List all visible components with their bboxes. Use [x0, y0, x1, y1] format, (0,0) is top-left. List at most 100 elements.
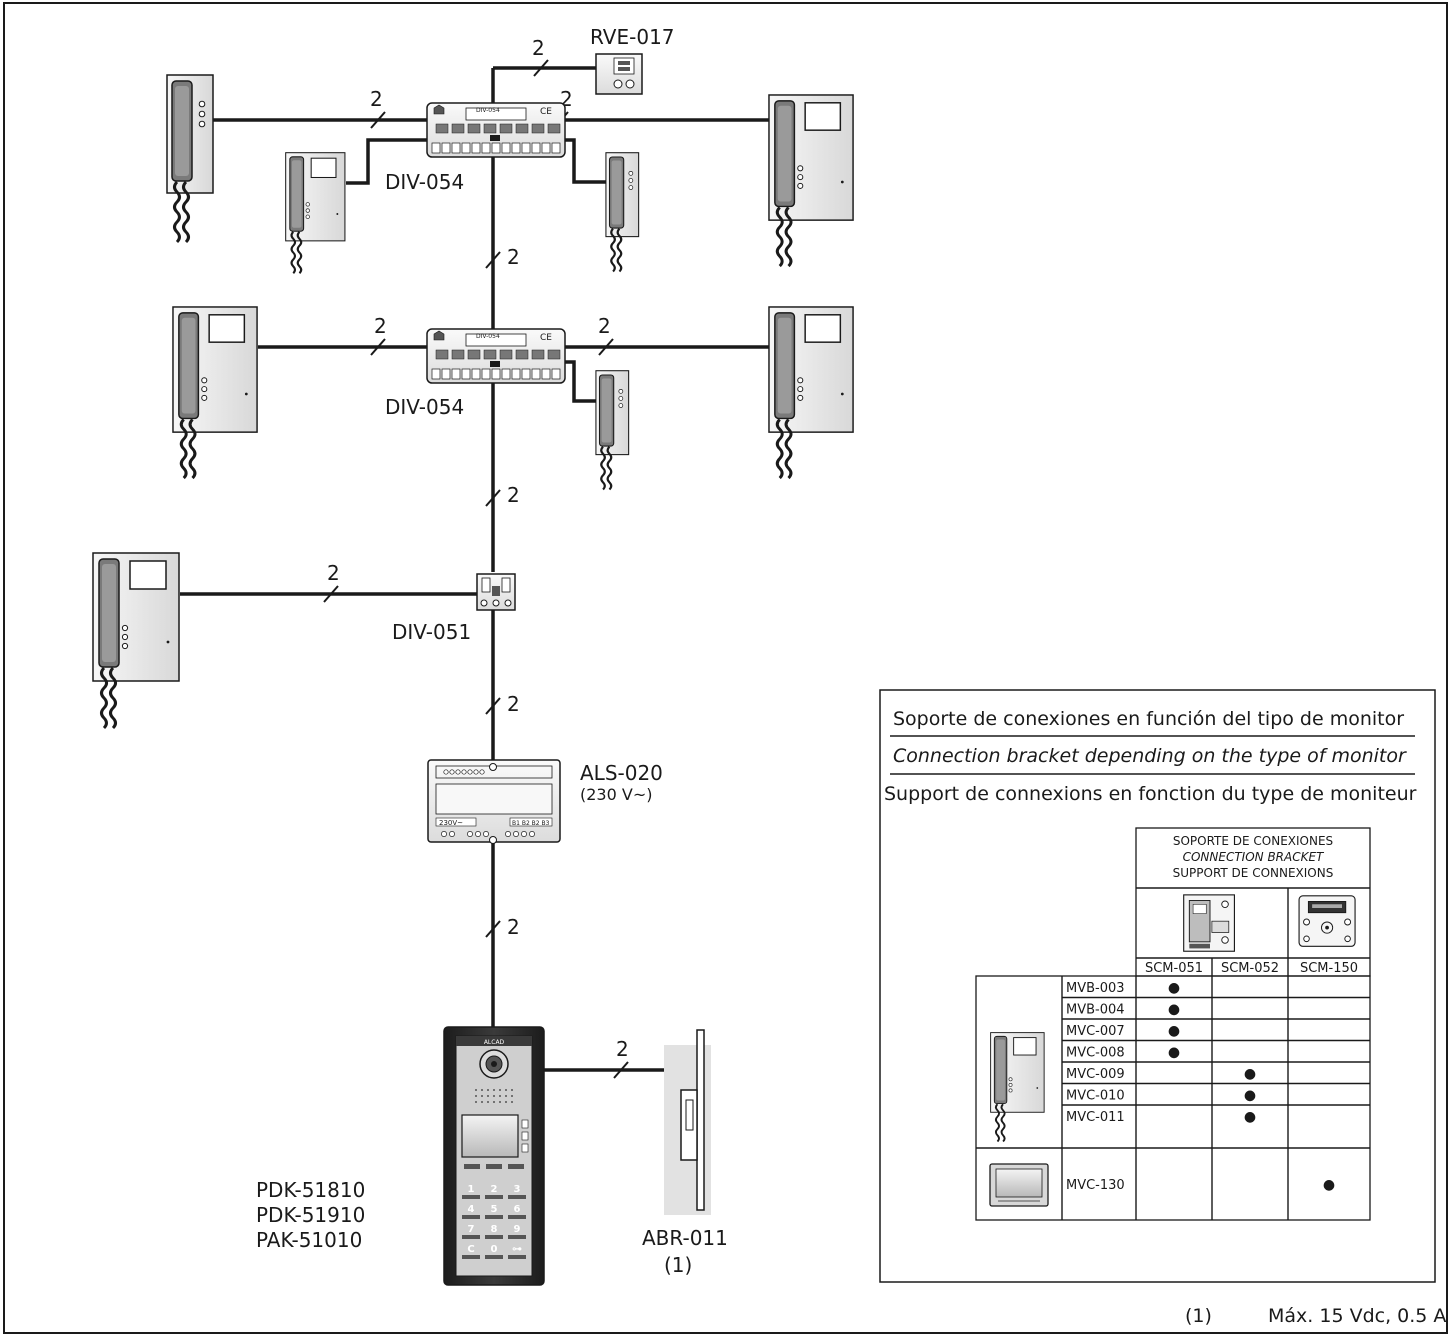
legend-table: SOPORTE DE CONEXIONES CONNECTION BRACKET…	[975, 827, 1371, 1221]
table-cell-model: MVC-007	[1066, 1024, 1125, 1039]
lock-abr-011	[664, 1029, 711, 1215]
table-cell-model: MVC-130	[1066, 1178, 1125, 1193]
audio-phone-top-center-right	[605, 152, 640, 273]
wire-count-lock: 2	[616, 1037, 629, 1061]
wire-count-bus-2: 2	[507, 483, 520, 507]
svg-text:1: 1	[468, 1184, 475, 1195]
label-panel-3: PAK-51010	[256, 1228, 362, 1252]
table-row: MVC-010 ●	[1066, 1087, 1256, 1103]
table-cell-dot: ●	[1168, 1023, 1180, 1039]
keypad-key: 4	[462, 1204, 480, 1219]
svg-text:7: 7	[468, 1224, 475, 1235]
wire-count-rve: 2	[532, 36, 545, 60]
table-cell-model: MVC-011	[1066, 1110, 1125, 1125]
footnote-mark: (1)	[1185, 1305, 1212, 1327]
keypad-key: 3	[508, 1184, 526, 1199]
svg-text:9: 9	[514, 1224, 521, 1235]
wire-count-bus-4: 2	[507, 915, 520, 939]
legend-title-en: Connection bracket depending on the type…	[893, 745, 1407, 767]
label-als-voltage: (230 V~)	[580, 785, 652, 804]
svg-text:C: C	[467, 1244, 474, 1255]
div-054-top-device: DIV-054 CE	[426, 102, 566, 158]
table-cell-model: MVC-009	[1066, 1067, 1125, 1082]
svg-text:3: 3	[514, 1184, 521, 1195]
wire-count-bus-1: 2	[507, 245, 520, 269]
label-rve-017: RVE-017	[590, 25, 675, 49]
div-054-mid-device: DIV-054 CE	[426, 328, 566, 384]
label-div-054-mid: DIV-054	[385, 395, 464, 419]
keypad-key: 5	[485, 1204, 503, 1219]
wire-count-mid-left: 2	[374, 314, 387, 338]
wiring	[180, 59, 771, 1079]
legend-monitor-icon-flat	[989, 1163, 1049, 1207]
video-monitor-mid-left	[172, 306, 259, 480]
video-monitor-mid-right	[768, 306, 855, 480]
legend-title-fr: Support de connexions en fonction du typ…	[884, 783, 1417, 805]
rve-017-device	[595, 53, 643, 95]
wire-counts: 2 2 2 2 2 2 2 2 2 2 2	[327, 36, 629, 1061]
table-row: MVC-011 ●	[1066, 1109, 1256, 1125]
wire-count-mid-right: 2	[598, 314, 611, 338]
scm-051-052-icon	[1183, 894, 1236, 952]
table-cell-dot: ●	[1244, 1109, 1256, 1125]
table-cell-dot: ●	[1168, 1044, 1180, 1060]
table-cell-model: MVC-008	[1066, 1045, 1125, 1060]
label-panel-1: PDK-51810	[256, 1178, 365, 1202]
panel-brand: ALCAD	[484, 1039, 505, 1046]
label-als-020: ALS-020	[580, 761, 663, 785]
video-monitor-bottom-left	[92, 552, 181, 730]
table-cell-dot: ●	[1168, 980, 1180, 996]
video-monitor-top-center	[285, 152, 346, 275]
legend-title-es: Soporte de conexiones en función del tip…	[893, 708, 1404, 730]
legend-box: Soporte de conexiones en función del tip…	[879, 689, 1436, 1283]
table-rows: MVB-003●MVB-004●MVC-007●MVC-008●MVC-009●…	[1066, 980, 1335, 1193]
label-div-051: DIV-051	[392, 620, 471, 644]
label-div-054-top: DIV-054	[385, 170, 464, 194]
audio-phone-mid-center-right	[595, 370, 630, 491]
keypad-key: 2	[485, 1184, 503, 1199]
audio-phone-top-left	[166, 74, 215, 244]
column-header-scm-150: SCM-150	[1300, 961, 1358, 976]
table-cell-dot: ●	[1244, 1066, 1256, 1082]
table-header-es: SOPORTE DE CONEXIONES	[1173, 834, 1333, 848]
wire-count-div051: 2	[327, 561, 340, 585]
keypad-key: 8	[485, 1224, 503, 1239]
keypad-key: 9	[508, 1224, 526, 1239]
div-051-device	[476, 573, 516, 611]
keypad-key: ⊶	[508, 1244, 526, 1259]
table-row: MVC-009 ●	[1066, 1066, 1256, 1082]
footnote-text: Máx. 15 Vdc, 0.5 A	[1268, 1305, 1446, 1327]
video-monitor-top-right	[768, 94, 855, 268]
table-cell-model: MVC-010	[1066, 1088, 1125, 1103]
table-header-fr: SUPPORT DE CONNEXIONS	[1173, 866, 1334, 880]
svg-text:0: 0	[491, 1244, 498, 1255]
svg-text:5: 5	[491, 1204, 498, 1215]
column-header-scm-051: SCM-051	[1145, 961, 1203, 976]
column-header-scm-052: SCM-052	[1221, 961, 1279, 976]
keypad-key: 1	[462, 1184, 480, 1199]
table-cell-model: MVB-003	[1066, 981, 1125, 996]
div054-top-model: DIV-054	[476, 107, 500, 114]
svg-text:6: 6	[514, 1204, 521, 1215]
label-abr-011: ABR-011	[642, 1226, 728, 1250]
als-020-power-supply: 230V~ B1 B2 B2 B3	[427, 759, 561, 844]
table-cell-dot: ●	[1244, 1087, 1256, 1103]
table-row: MVC-007 ●	[1066, 1023, 1180, 1039]
table-row: MVB-003 ●	[1066, 980, 1180, 996]
keypad-key: 0	[485, 1244, 503, 1259]
wire-count-bus-3: 2	[507, 692, 520, 716]
keypad-key: 6	[508, 1204, 526, 1219]
table-cell-dot: ●	[1168, 1001, 1180, 1017]
table-row: MVC-130●	[1066, 1177, 1335, 1193]
als-terminal-label-b: B1 B2 B2 B3	[512, 820, 550, 827]
svg-text:2: 2	[491, 1184, 498, 1195]
div054-mid-ce: CE	[540, 333, 552, 343]
table-header-en: CONNECTION BRACKET	[1183, 850, 1325, 864]
svg-text:8: 8	[491, 1224, 498, 1235]
scm-150-icon	[1298, 895, 1356, 947]
wire-count-top-left: 2	[370, 87, 383, 111]
table-column-headers: SCM-051 SCM-052 SCM-150	[1145, 961, 1358, 976]
outer-border	[3, 2, 1448, 1334]
